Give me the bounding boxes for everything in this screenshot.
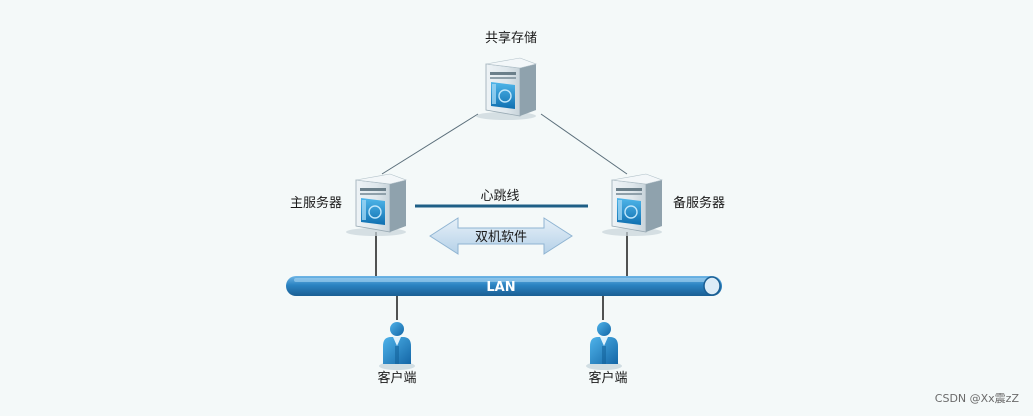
lan-pipe: LAN (286, 276, 722, 296)
client-left-node: 客户端 (377, 322, 417, 386)
client-left-label: 客户端 (377, 370, 416, 386)
server-icon (345, 173, 407, 237)
person-icon (379, 322, 415, 370)
server-icon (601, 173, 663, 237)
person-icon (586, 322, 622, 370)
client-right-node: 客户端 (586, 322, 628, 386)
link-storage-primary (381, 113, 479, 175)
server-icon (475, 57, 537, 121)
heartbeat-label: 心跳线 (480, 189, 519, 204)
backup-server-label: 备服务器 (673, 195, 725, 211)
primary-server-label: 主服务器 (290, 195, 342, 211)
lan-label: LAN (486, 280, 515, 295)
primary-server-node: 主服务器 (290, 173, 407, 237)
watermark: CSDN @Xx震zZ (934, 392, 1019, 405)
backup-server-node: 备服务器 (601, 173, 725, 237)
software-label: 双机软件 (475, 230, 527, 245)
double-arrow-icon (429, 217, 573, 255)
link-storage-backup (540, 113, 628, 175)
shared-storage-node: 共享存储 (475, 30, 537, 121)
client-right-label: 客户端 (588, 370, 627, 386)
shared-storage-label: 共享存储 (485, 30, 537, 46)
